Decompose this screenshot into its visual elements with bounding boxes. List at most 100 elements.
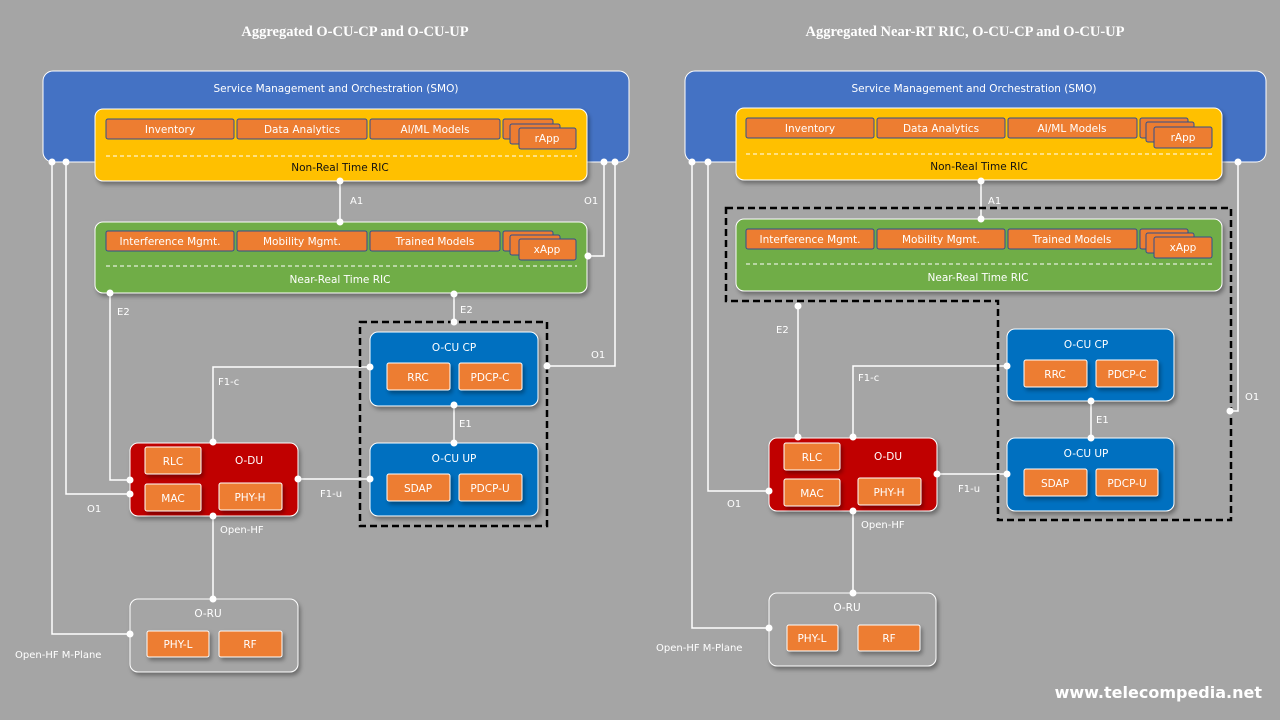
o-ru-block: O-RU PHY-L RF	[129, 598, 299, 673]
o1-du-link	[707, 162, 769, 492]
function-rlc: RLC	[802, 452, 822, 464]
open-hf-mplane-label: Open-HF M-Plane	[15, 650, 101, 661]
e1-label: E1	[1096, 415, 1109, 426]
open-hf-mplane-link	[691, 162, 769, 629]
o1-near-rt-link	[588, 162, 605, 257]
function-mac: MAC	[800, 488, 823, 500]
e2-cu-label: E2	[460, 305, 473, 316]
o-ru-label: O-RU	[194, 608, 221, 620]
function-rrc: RRC	[1044, 369, 1065, 381]
function-mobility-mgmt: Mobility Mgmt.	[263, 236, 341, 248]
o-cu-cp-block: O-CU CP RRC PDCP-C	[1006, 328, 1175, 402]
function-pdcp-u: PDCP-U	[470, 483, 509, 495]
interface-labels: A1 O1 E2 E1 F1-c F1-u O1 Open-HF Open-HF…	[656, 196, 1259, 654]
open-hf-label: Open-HF	[220, 525, 264, 536]
non-rt-ric-functions: Inventory Data Analytics AI/ML Models rA…	[745, 117, 1213, 173]
near-rt-ric-label: Near-Real Time RIC	[928, 272, 1029, 284]
f1c-link	[212, 366, 370, 442]
f1u-label: F1-u	[958, 484, 980, 495]
e2-du-label: E2	[776, 325, 789, 336]
o-du-block: O-DU RLC MAC PHY-H	[129, 442, 299, 517]
e2-du-label: E2	[117, 307, 130, 318]
function-data-analytics: Data Analytics	[903, 123, 979, 135]
watermark: www.telecompedia.net	[1055, 683, 1263, 702]
function-inventory: Inventory	[785, 123, 835, 135]
o-cu-up-label: O-CU UP	[432, 453, 477, 465]
function-rrc: RRC	[407, 372, 428, 384]
near-rt-ric-label: Near-Real Time RIC	[290, 274, 391, 286]
function-interference-mgmt: Interference Mgmt.	[120, 236, 221, 248]
function-phy-l: PHY-L	[163, 639, 192, 651]
non-rt-ric-label: Non-Real Time RIC	[291, 162, 388, 174]
function-ai-ml-models: AI/ML Models	[1037, 123, 1106, 135]
a1-label: A1	[350, 196, 363, 207]
function-sdap: SDAP	[1041, 478, 1069, 490]
function-phy-h: PHY-H	[234, 492, 265, 504]
connector-dots	[48, 158, 619, 638]
function-pdcp-u: PDCP-U	[1107, 478, 1146, 490]
o1-cu-label: O1	[591, 350, 605, 361]
o-du-block: O-DU RLC MAC PHY-H	[768, 437, 938, 512]
o-du-label: O-DU	[235, 455, 263, 467]
function-mobility-mgmt: Mobility Mgmt.	[902, 234, 980, 246]
o-cu-cp-label: O-CU CP	[1064, 339, 1108, 351]
function-phy-l: PHY-L	[797, 633, 826, 645]
smo-label: Service Management and Orchestration (SM…	[852, 83, 1097, 95]
function-ai-ml-models: AI/ML Models	[400, 124, 469, 136]
diagram-title: Aggregated Near-RT RIC, O-CU-CP and O-CU…	[806, 24, 1125, 40]
f1u-label: F1-u	[320, 489, 342, 500]
o-du-label: O-DU	[874, 451, 902, 463]
o-ru-block: O-RU PHY-L RF	[768, 592, 937, 667]
f1c-label: F1-c	[858, 373, 879, 384]
open-hf-label: Open-HF	[861, 520, 905, 531]
near-rt-ric-functions: Interference Mgmt. Mobility Mgmt. Traine…	[105, 230, 577, 286]
a1-label: A1	[988, 196, 1001, 207]
function-rf: RF	[882, 633, 895, 645]
rapp-stack: rApp	[535, 133, 560, 145]
function-inventory: Inventory	[145, 124, 195, 136]
o-cu-up-block: O-CU UP SDAP PDCP-U	[369, 442, 539, 517]
o1-du-link	[65, 162, 130, 495]
xapp-stack: xApp	[534, 244, 561, 256]
diagram-aggregated-cu: Aggregated O-CU-CP and O-CU-UP	[15, 24, 630, 673]
function-data-analytics: Data Analytics	[264, 124, 340, 136]
open-hf-mplane-link	[51, 162, 130, 635]
diagram-title: Aggregated O-CU-CP and O-CU-UP	[241, 24, 468, 40]
f1c-label: F1-c	[218, 377, 239, 388]
function-rf: RF	[243, 639, 256, 651]
rapp-stack: rApp	[1171, 132, 1196, 144]
o1-cu-link	[547, 162, 616, 367]
o-cu-cp-label: O-CU CP	[432, 342, 476, 354]
o-ru-label: O-RU	[833, 602, 860, 614]
o1-du-label: O1	[87, 504, 101, 515]
function-trained-models: Trained Models	[395, 236, 475, 248]
function-phy-h: PHY-H	[873, 487, 904, 499]
function-interference-mgmt: Interference Mgmt.	[760, 234, 861, 246]
o1-top-label: O1	[584, 196, 598, 207]
connectors	[51, 162, 616, 635]
xapp-stack: xApp	[1170, 242, 1197, 254]
function-rlc: RLC	[163, 456, 183, 468]
connector-dots	[688, 158, 1242, 632]
o-cu-up-label: O-CU UP	[1064, 448, 1109, 460]
diagram-aggregated-ric-cu: Aggregated Near-RT RIC, O-CU-CP and O-CU…	[656, 24, 1267, 667]
o-cu-up-block: O-CU UP SDAP PDCP-U	[1006, 437, 1175, 512]
interface-labels: A1 O1 O1 E2 E2 E1 F1-c F1-u O1 Open-HF O…	[15, 196, 605, 661]
function-sdap: SDAP	[404, 483, 432, 495]
open-hf-mplane-label: Open-HF M-Plane	[656, 643, 742, 654]
function-pdcp-c: PDCP-C	[1108, 369, 1147, 381]
near-rt-ric-functions: Interference Mgmt. Mobility Mgmt. Traine…	[745, 228, 1213, 284]
function-trained-models: Trained Models	[1032, 234, 1112, 246]
non-rt-ric-functions: Inventory Data Analytics AI/ML Models rA…	[105, 118, 577, 174]
o1-agg-label: O1	[1245, 392, 1259, 403]
o-cu-cp-block: O-CU CP RRC PDCP-C	[369, 331, 539, 407]
f1c-link	[852, 365, 1007, 437]
function-mac: MAC	[161, 493, 184, 505]
e2-du-link	[109, 293, 130, 481]
function-pdcp-c: PDCP-C	[471, 372, 510, 384]
o1-du-label: O1	[727, 499, 741, 510]
e1-label: E1	[459, 419, 472, 430]
smo-label: Service Management and Orchestration (SM…	[214, 83, 459, 95]
aggregation-boundary-ric-cu	[724, 206, 1233, 522]
